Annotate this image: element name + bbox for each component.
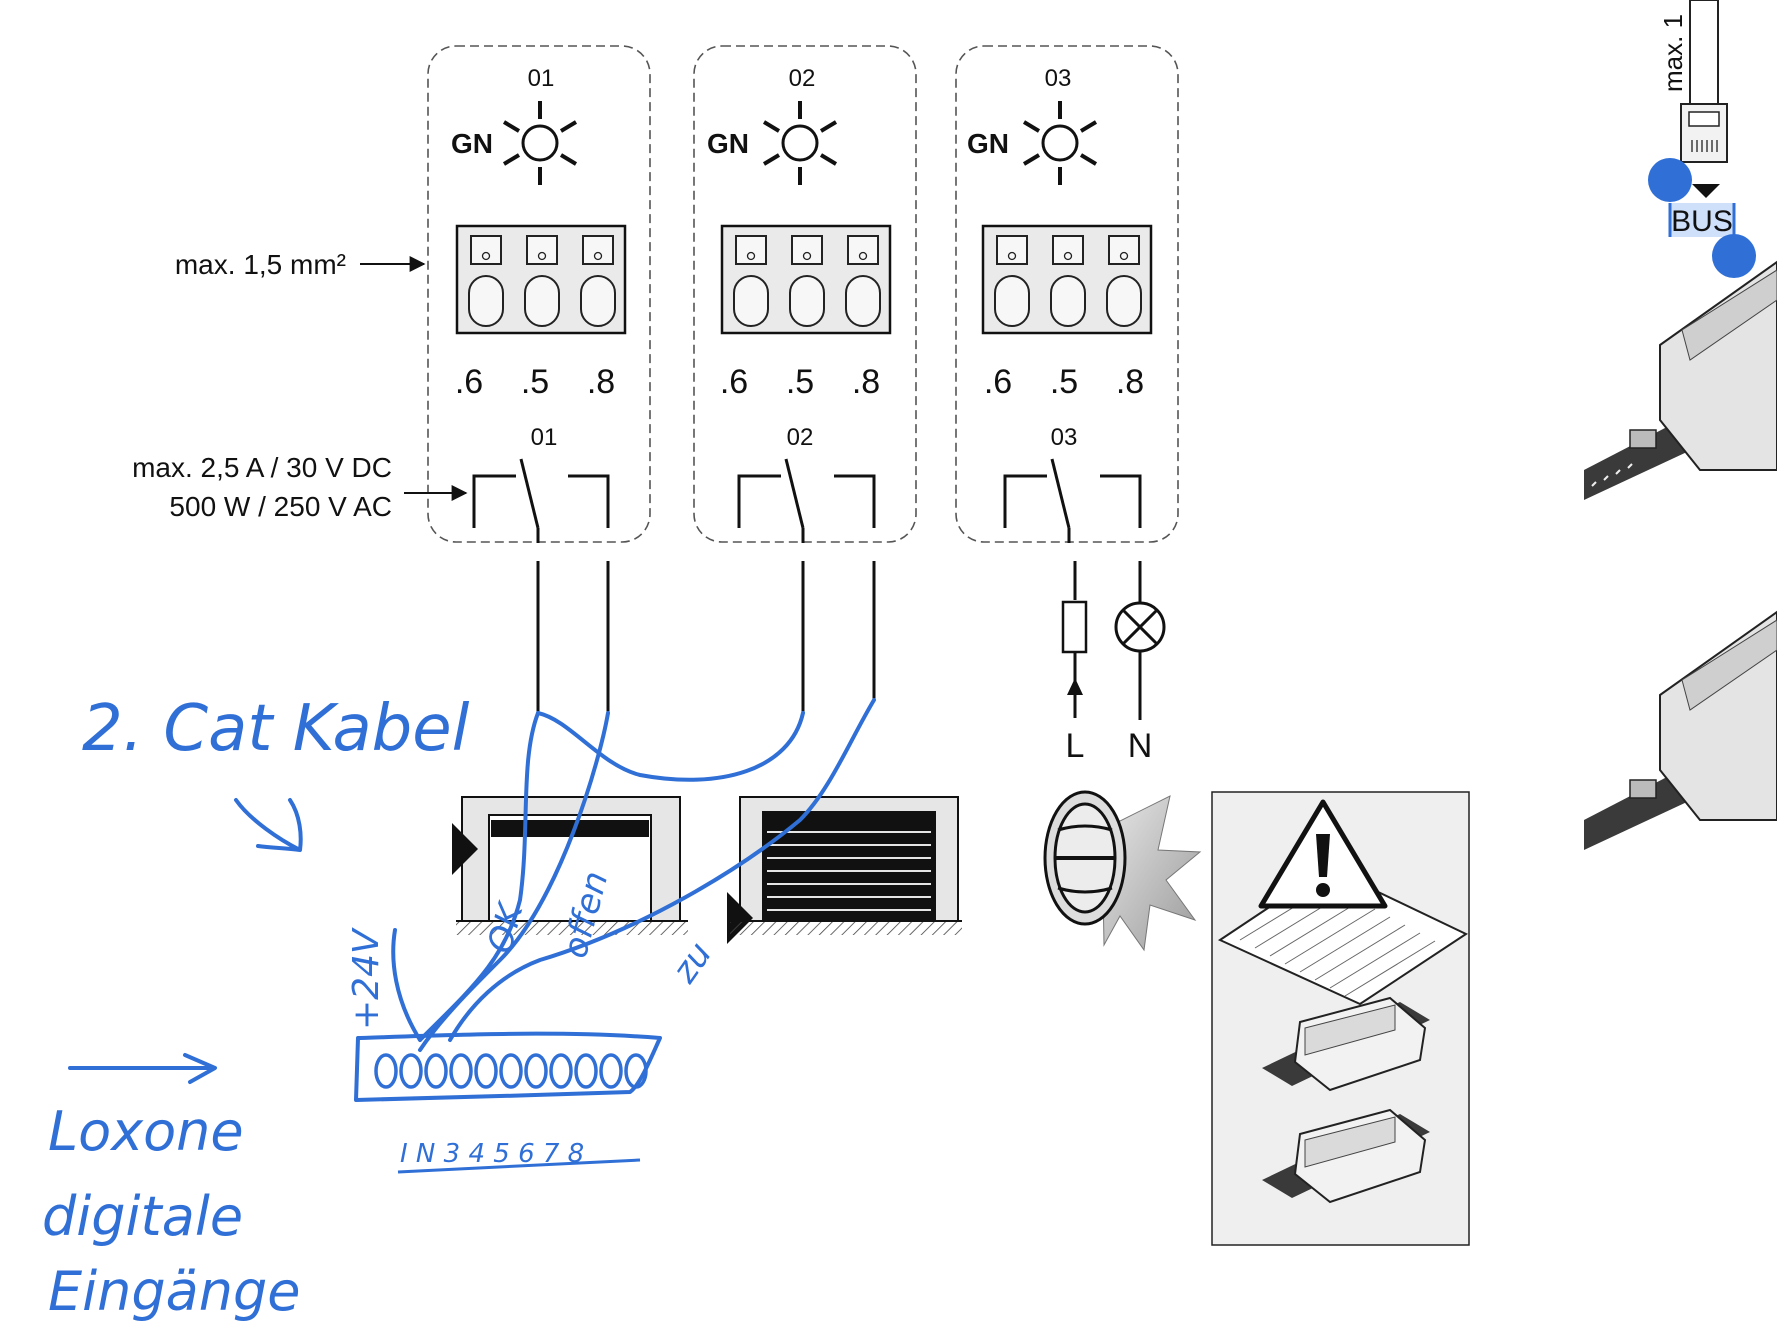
terminal-6: .6 bbox=[455, 363, 483, 401]
handwritten-cable-note: 2. Cat Kabel bbox=[82, 692, 470, 766]
module-label: 01 bbox=[528, 65, 555, 92]
terminal-5: .5 bbox=[786, 363, 814, 401]
relay-contact-symbol bbox=[737, 458, 876, 543]
led-icon bbox=[762, 101, 838, 185]
terminal-5: .5 bbox=[521, 363, 549, 401]
loxone-input-terminals bbox=[374, 1053, 648, 1089]
handwritten-underline bbox=[397, 1158, 641, 1174]
terminal-6: .6 bbox=[984, 363, 1012, 401]
led-label: GN bbox=[451, 128, 493, 159]
lamp-symbol bbox=[1114, 601, 1166, 653]
module-label: 03 bbox=[1045, 65, 1072, 92]
led-label: GN bbox=[707, 128, 749, 159]
led-icon bbox=[502, 101, 578, 185]
bus-label[interactable]: BUS bbox=[1671, 205, 1733, 238]
garage-drive-illustration bbox=[1584, 610, 1777, 850]
module-label: 02 bbox=[789, 65, 816, 92]
terminal-block bbox=[981, 224, 1153, 335]
handwritten-digital: digitale bbox=[42, 1185, 243, 1248]
terminal-block bbox=[720, 224, 892, 335]
handwritten-zu: zu bbox=[664, 935, 720, 991]
phase-label: L bbox=[1066, 727, 1085, 765]
output-wires bbox=[536, 561, 1142, 720]
module-03: 03 GN .6 .5 .8 03 bbox=[955, 45, 1179, 543]
terminal-6: .6 bbox=[720, 363, 748, 401]
relay-rating-dc: max. 2,5 A / 30 V DC bbox=[132, 452, 392, 483]
text-selection-highlight[interactable] bbox=[1670, 203, 1734, 237]
handwritten-inputs: Eingänge bbox=[48, 1260, 300, 1323]
warning-manual-panel bbox=[1211, 791, 1470, 1246]
relay-label: 02 bbox=[787, 424, 814, 451]
drive-unit-icon bbox=[1262, 996, 1430, 1092]
terminal-5: .5 bbox=[1050, 363, 1078, 401]
module-01: 01 GN .6 .5 .8 01 bbox=[427, 45, 651, 543]
terminal-8: .8 bbox=[587, 363, 615, 401]
module-frame bbox=[693, 45, 917, 543]
module-frame bbox=[955, 45, 1179, 543]
selection-handle-end[interactable] bbox=[1712, 234, 1756, 278]
bus-cable: max. 1 BUS bbox=[1648, 0, 1756, 278]
handwritten-24v: +24V bbox=[346, 927, 387, 1030]
drive-unit-icon bbox=[1262, 1108, 1430, 1204]
led-label: GN bbox=[967, 128, 1009, 159]
fuse-symbol bbox=[1061, 600, 1088, 654]
cable-length-label: max. 1 bbox=[1658, 14, 1688, 92]
terminal-8: .8 bbox=[852, 363, 880, 401]
handwritten-wiring bbox=[68, 698, 876, 1102]
relay-contact-symbol bbox=[472, 458, 610, 543]
terminal-8: .8 bbox=[1116, 363, 1144, 401]
module-02: 02 GN .6 .5 .8 02 bbox=[693, 45, 917, 543]
relay-contact-symbol bbox=[1003, 458, 1142, 543]
garage-door-closed bbox=[727, 796, 962, 944]
garage-drive-illustration bbox=[1584, 260, 1777, 500]
selection-handle-start[interactable] bbox=[1648, 158, 1692, 202]
terminal-block bbox=[455, 224, 627, 335]
relay-rating-ac: 500 W / 250 V AC bbox=[169, 491, 392, 522]
outdoor-lamp-icon bbox=[1043, 790, 1202, 952]
garage-door-open bbox=[452, 796, 688, 935]
wire-section-label: max. 1,5 mm² bbox=[175, 249, 346, 280]
relay-label: 03 bbox=[1051, 424, 1078, 451]
handwritten-loxone: Loxone bbox=[48, 1100, 244, 1163]
phase-arrow bbox=[1067, 678, 1083, 695]
relay-label: 01 bbox=[531, 424, 558, 451]
neutral-label: N bbox=[1128, 727, 1153, 765]
led-icon bbox=[1022, 101, 1098, 185]
